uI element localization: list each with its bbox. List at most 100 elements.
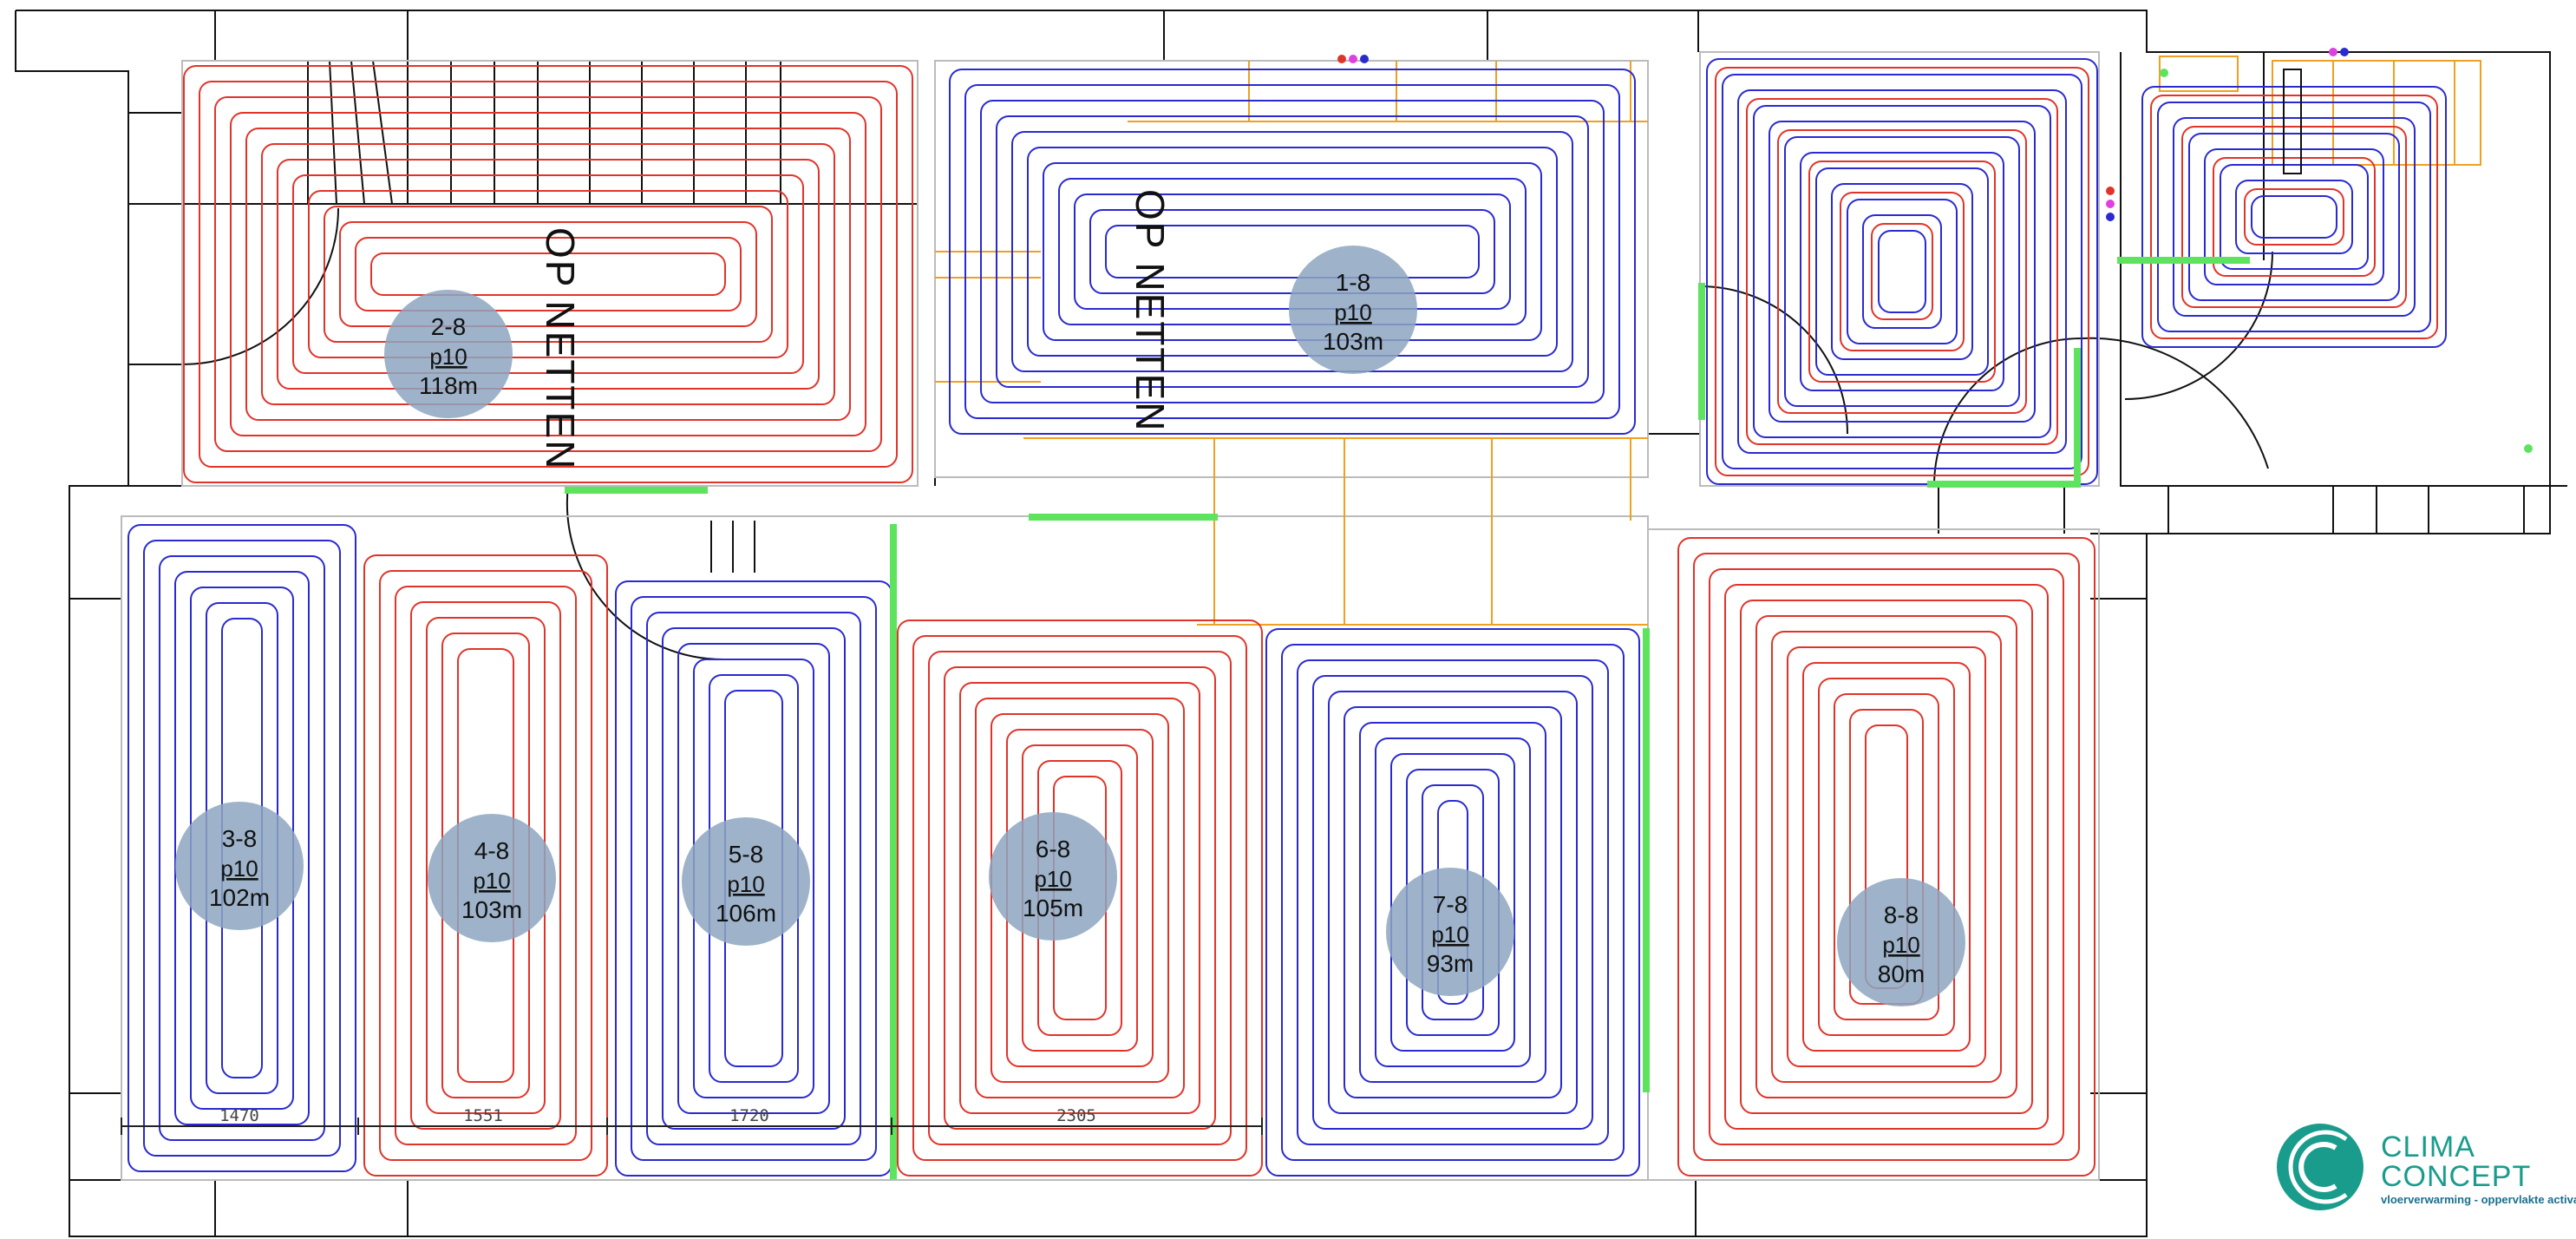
heating-pipe — [2204, 148, 2384, 285]
heating-pipe — [1831, 183, 1973, 360]
heating-pipe — [1847, 199, 1958, 344]
heating-pipe — [1390, 753, 1515, 1052]
svg-text:4-8: 4-8 — [474, 837, 509, 864]
dimension-lines — [121, 1118, 1263, 1135]
dimension-label: 2305 — [1056, 1106, 1096, 1125]
heating-pipe — [1802, 662, 1971, 1052]
stamp-on-mesh: OP NETTEN — [538, 227, 583, 470]
heating-pipe — [1281, 644, 1625, 1161]
logo-line-1: CLIMA — [2381, 1131, 2475, 1164]
zone-label: 8-8 p10 80m — [1837, 878, 1965, 1006]
svg-text:p10: p10 — [727, 871, 764, 897]
heating-pipe — [949, 69, 1636, 435]
heating-pipe — [1740, 600, 2033, 1114]
heating-pipe — [277, 159, 820, 390]
svg-text:5-8: 5-8 — [729, 841, 763, 868]
heating-pipe — [1815, 167, 1989, 376]
svg-text:80m: 80m — [1878, 960, 1925, 987]
heating-pipe — [631, 596, 877, 1161]
heating-pipe — [944, 666, 1216, 1130]
heating-pipe — [1777, 129, 2027, 414]
svg-text:p10: p10 — [429, 344, 467, 370]
heating-pipe — [1834, 693, 1939, 1020]
dimension-label: 1551 — [463, 1106, 503, 1125]
heating-pipe — [339, 221, 757, 327]
svg-text:3-8: 3-8 — [222, 825, 257, 852]
heating-pipe — [2251, 195, 2337, 239]
dimension-label: 1470 — [219, 1106, 259, 1125]
svg-text:p10: p10 — [1882, 932, 1919, 958]
heating-pipe — [2220, 164, 2369, 270]
heating-pipe — [261, 143, 835, 405]
heating-pipe — [1724, 584, 2049, 1130]
heating-pipe — [1818, 678, 1955, 1036]
heating-pipe — [1771, 631, 2002, 1083]
heating-pipe — [410, 601, 561, 1130]
heating-pipe — [1312, 675, 1593, 1130]
zone-label: 2-8 p10 118m — [384, 290, 513, 418]
svg-text:6-8: 6-8 — [1036, 836, 1070, 862]
heating-pipe — [1105, 225, 1480, 279]
svg-text:p10: p10 — [1431, 921, 1468, 947]
svg-text:106m: 106m — [716, 900, 776, 927]
svg-text:103m: 103m — [461, 896, 522, 923]
heating-pipe — [1787, 646, 1986, 1067]
svg-text:105m: 105m — [1023, 895, 1083, 921]
heating-pipe — [199, 81, 898, 468]
heating-pipe — [355, 237, 742, 311]
heating-pipe — [1265, 628, 1640, 1177]
heating-pipe — [2157, 102, 2431, 332]
heating-pipe — [230, 112, 866, 436]
heating-pipe — [159, 555, 325, 1141]
heating-pipe — [1784, 136, 2020, 407]
heating-pipe — [1297, 659, 1609, 1145]
heating-pipe — [363, 554, 608, 1177]
heating-pipe — [214, 96, 882, 452]
heating-pipe — [1871, 223, 1933, 320]
stamp-on-mesh: OP NETTEN — [1128, 189, 1173, 432]
heating-pipe — [1746, 98, 2058, 445]
heating-pipe — [395, 586, 577, 1145]
heating-pipe — [174, 571, 310, 1125]
heating-pipe — [964, 84, 1620, 419]
heating-pipe — [2181, 126, 2407, 308]
heating-pipe — [245, 128, 851, 421]
svg-text:2-8: 2-8 — [431, 313, 466, 340]
heating-pipe — [2213, 157, 2376, 277]
heating-pipe — [912, 635, 1247, 1161]
expansion-joints — [565, 257, 2250, 1179]
zone-label: 1-8 p10 103m — [1289, 246, 1417, 374]
svg-text:7-8: 7-8 — [1433, 891, 1468, 918]
heating-pipe — [2188, 133, 2400, 301]
svg-text:p10: p10 — [1334, 299, 1371, 325]
heating-pipe — [1693, 553, 2080, 1161]
heating-pipe — [959, 682, 1200, 1114]
heating-pipe — [324, 206, 773, 343]
zone-label: 3-8 p10 102m — [175, 802, 304, 930]
heating-pipe — [1808, 161, 1996, 383]
svg-text:p10: p10 — [1034, 866, 1071, 892]
zone-label: 6-8 p10 105m — [989, 812, 1117, 941]
svg-text:102m: 102m — [209, 884, 270, 911]
heating-pipe — [662, 627, 846, 1130]
company-logo: CLIMA CONCEPT vloerverwarming - oppervla… — [2277, 1124, 2576, 1210]
heating-pipe — [1878, 230, 1926, 313]
heating-pipe — [975, 698, 1185, 1098]
svg-text:118m: 118m — [419, 372, 478, 399]
heating-pipe — [2141, 86, 2447, 348]
svg-text:p10: p10 — [473, 868, 510, 894]
heating-pipe — [996, 115, 1589, 388]
heating-pipe — [1755, 615, 2017, 1098]
zone-label: 5-8 p10 106m — [682, 817, 810, 946]
heating-pipe — [308, 190, 788, 358]
heating-pipe — [1359, 722, 1546, 1083]
heating-pipe — [677, 643, 830, 1114]
heating-pipe — [1709, 568, 2064, 1145]
svg-text:8-8: 8-8 — [1884, 901, 1919, 928]
svg-text:p10: p10 — [220, 856, 258, 882]
svg-text:93m: 93m — [1427, 950, 1474, 977]
heating-pipe — [370, 252, 726, 296]
heating-pipe — [1027, 147, 1558, 357]
heating-pipe — [1328, 691, 1578, 1114]
